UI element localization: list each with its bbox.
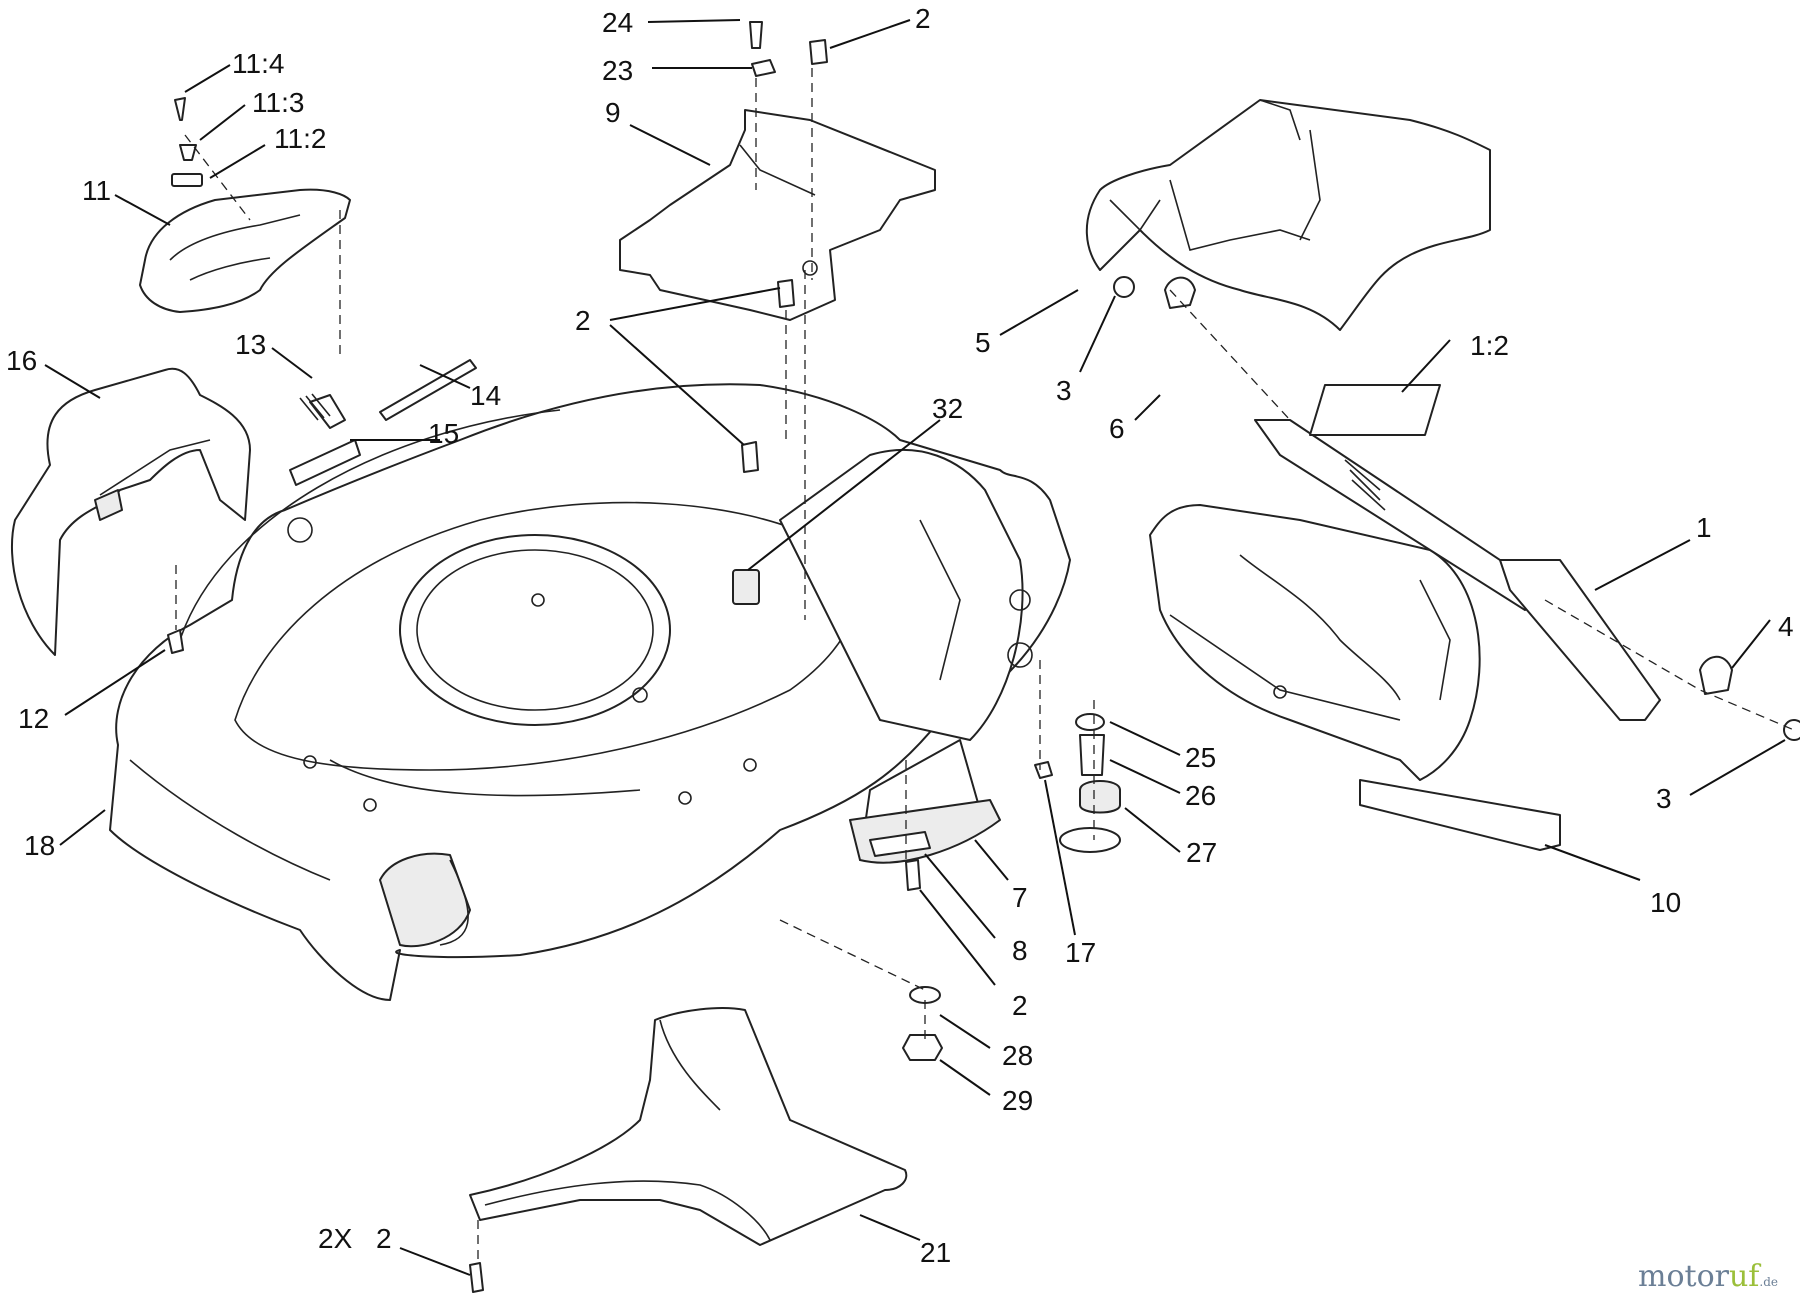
washer-25 [1075,713,1105,731]
callout-labels: 24 23 9 2 11:4 11:3 11:2 11 13 14 15 16 … [6,3,1794,1268]
label-25: 25 [1185,742,1216,773]
watermark-logo: motoruf.de [1638,1259,1778,1294]
spring-6 [1164,276,1196,309]
bolt-2-left [741,441,759,473]
side-chute-cover [11,367,251,656]
label-11-3: 11:3 [252,87,304,118]
spring-13 [309,394,346,429]
leader-lines [44,19,1786,1276]
label-15: 15 [428,418,459,449]
label-14: 14 [470,380,501,411]
label-8: 8 [1012,935,1028,966]
screw-2x [469,1262,484,1293]
label-12: 12 [18,703,49,734]
spring-coils-13 [299,393,331,421]
label-2x: 2X [318,1223,353,1254]
rear-door [1149,504,1561,851]
latch-11-2 [171,173,203,187]
rear-door-rod [1254,419,1661,721]
clip-23 [751,59,776,77]
label-24: 24 [602,7,633,38]
rear-chute [1085,99,1491,331]
label-9: 9 [605,97,621,128]
label-disc-27 [1059,827,1121,853]
label-11: 11 [82,175,111,206]
svg-text:motoruf.de: motoruf.de [1638,1259,1778,1294]
label-6: 6 [1109,413,1125,444]
screw-24 [749,21,763,49]
label-17: 17 [1065,937,1096,968]
spring-4 [1699,655,1733,695]
label-18: 18 [24,830,55,861]
decal-1-2 [1309,384,1441,436]
label-11-4: 11:4 [232,48,284,79]
bolt-2-mid [777,279,795,308]
label-2: 2 [575,305,591,336]
bolt-2-bottom [905,859,921,891]
label-28: 28 [1002,1040,1033,1071]
screw-12 [167,629,184,654]
label-7: 7 [1012,882,1028,913]
label-4: 4 [1778,611,1794,642]
label-10: 10 [1650,887,1681,918]
mulch-door-cover [139,188,351,313]
clip-8 [869,831,931,857]
label-21: 21 [920,1237,951,1268]
rear-skirt [469,1007,908,1246]
label-1: 1 [1696,512,1712,543]
label-3: 3 [1656,783,1672,814]
switch-32 [732,569,760,605]
label-11-2: 11:2 [274,123,326,154]
bracket-15 [289,439,361,486]
washer-3b [1783,719,1800,741]
label-5: 5 [975,327,991,358]
bushing-26 [1079,734,1105,776]
bolt-2-top [809,39,828,65]
label-2: 2 [1012,990,1028,1021]
label-1-2: 1:2 [1470,330,1509,361]
rod-14 [379,359,477,421]
label-32: 32 [932,393,963,424]
washer-3a [1113,276,1135,298]
baffle-plate [619,109,936,321]
assembly-lines [175,68,1795,1262]
label-3: 3 [1056,375,1072,406]
label-2: 2 [915,3,931,34]
label-2: 2 [376,1223,392,1254]
label-13: 13 [235,329,266,360]
label-26: 26 [1185,780,1216,811]
nut-29 [902,1034,943,1061]
screw-17 [1034,761,1053,779]
label-23: 23 [602,55,633,86]
label-27: 27 [1186,837,1217,868]
label-29: 29 [1002,1085,1033,1116]
label-16: 16 [6,345,37,376]
knob-11-3 [179,144,197,161]
hardware [167,21,1800,1293]
screw-11-4 [174,97,186,121]
wheel-nut-27 [1079,780,1121,814]
